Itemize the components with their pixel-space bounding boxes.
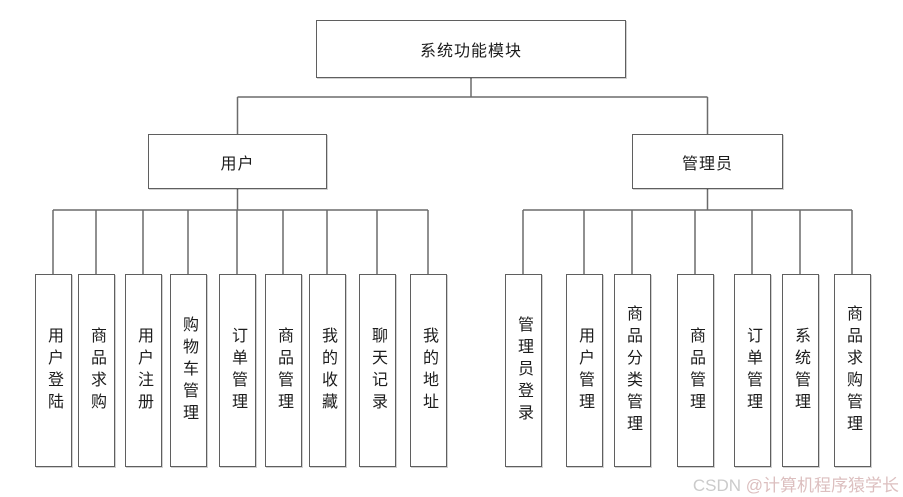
leaf-node: 系统管理: [781, 274, 819, 467]
leaf-node: 我的地址: [409, 274, 447, 467]
leaf-node: 商品求购管理: [833, 274, 871, 467]
leaf-node-label: 商品求购: [88, 326, 105, 415]
leaf-node: 商品分类管理: [613, 274, 651, 467]
leaf-node: 订单管理: [733, 274, 771, 467]
leaf-node: 用户注册: [124, 274, 162, 467]
root-node-system-function-module: 系统功能模块: [316, 20, 626, 78]
leaf-node-label: 用户登陆: [45, 326, 62, 415]
leaf-node-label: 商品求购管理: [844, 304, 861, 437]
leaf-node: 我的收藏: [308, 274, 346, 467]
branch-node-user-label: 用户: [220, 155, 255, 173]
leaf-node-label: 我的地址: [420, 326, 437, 415]
leaf-node: 购物车管理: [169, 274, 207, 467]
leaf-node-label: 订单管理: [229, 326, 246, 415]
leaf-node: 商品管理: [264, 274, 302, 467]
leaf-node-label: 购物车管理: [180, 315, 197, 426]
leaf-node-label: 我的收藏: [319, 326, 336, 415]
leaf-node: 订单管理: [218, 274, 256, 467]
leaf-node-label: 用户管理: [576, 326, 593, 415]
leaf-node: 聊天记录: [358, 274, 396, 467]
leaf-node: 用户登陆: [34, 274, 72, 467]
leaf-node-label: 商品管理: [687, 326, 704, 415]
leaf-node: 商品求购: [77, 274, 115, 467]
root-node-label: 系统功能模块: [419, 43, 522, 60]
branch-node-admin-label: 管理员: [681, 155, 733, 173]
leaf-node-label: 商品分类管理: [624, 304, 641, 437]
leaf-node: 用户管理: [565, 274, 603, 467]
leaf-node-label: 管理员登录: [515, 315, 532, 426]
branch-node-admin: 管理员: [632, 134, 783, 189]
branch-node-user: 用户: [148, 134, 327, 189]
leaf-node-label: 用户注册: [135, 326, 152, 415]
leaf-node: 管理员登录: [504, 274, 542, 467]
leaf-node-label: 聊天记录: [369, 326, 386, 415]
leaf-node: 商品管理: [676, 274, 714, 467]
leaf-node-label: 系统管理: [792, 326, 809, 415]
leaf-node-label: 商品管理: [275, 326, 292, 415]
leaf-node-label: 订单管理: [744, 326, 761, 415]
